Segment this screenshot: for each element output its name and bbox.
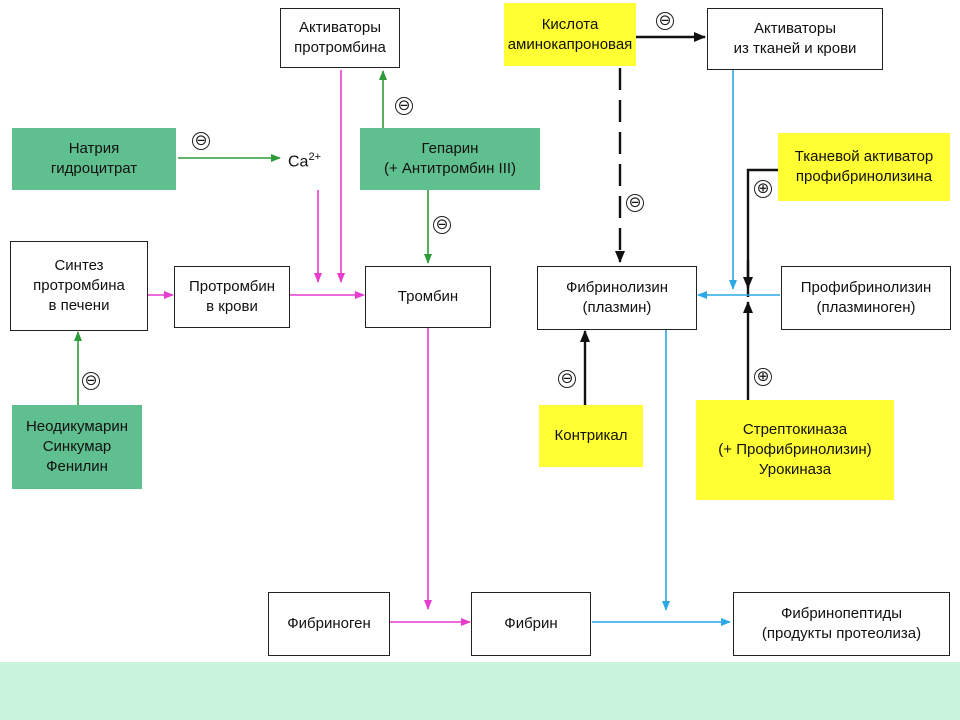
node-thrombin: Тромбин: [365, 266, 491, 328]
node-label: Натрия гидроцитрат: [50, 140, 138, 177]
node-label: Фибринолизин (плазмин): [565, 279, 669, 316]
node-anticoagulants: Неодикумарин Синкумар Фенилин: [12, 405, 142, 489]
calcium-base: Ca: [288, 153, 309, 171]
node-label: Синтез протромбина в печени: [33, 257, 125, 314]
calcium-charge: 2+: [308, 151, 321, 163]
footer-band: [0, 662, 960, 720]
node-label: Фибриноген: [287, 615, 371, 632]
minus-sign-anticoagulants: ⊖: [82, 372, 100, 390]
node-label: Гепарин (+ Антитромбин III): [383, 140, 517, 177]
node-tissue-blood-activators: Активаторы из тканей и крови: [707, 8, 883, 70]
node-streptokinase: Стрептокиназа (+ Профибринолизин) Урокин…: [696, 400, 894, 500]
node-label: Неодикумарин Синкумар Фенилин: [25, 418, 129, 475]
node-profibrinolysin: Профибринолизин (плазминоген): [781, 266, 951, 330]
minus-sign-heparin-thrombin: ⊖: [433, 216, 451, 234]
minus-sign-hydrocitrate: ⊖: [192, 132, 210, 150]
node-prothrombin-activators: Активаторы протромбина: [280, 8, 400, 68]
node-label: Активаторы протромбина: [294, 19, 386, 56]
node-fibrinogen: Фибриноген: [268, 592, 390, 656]
plus-sign-tissue-activator: ⊕: [754, 180, 772, 198]
node-label: Протромбин в крови: [188, 278, 276, 315]
plus-sign-streptokinase: ⊕: [754, 368, 772, 386]
node-calcium: Ca2+: [288, 151, 321, 171]
minus-sign-contrical: ⊖: [558, 370, 576, 388]
node-fibrinopeptides: Фибринопептиды (продукты протеолиза): [733, 592, 950, 656]
node-label: Стрептокиназа (+ Профибринолизин) Урокин…: [718, 421, 872, 478]
node-contrical: Контрикал: [539, 405, 643, 467]
node-sodium-hydrocitrate: Натрия гидроцитрат: [12, 128, 176, 190]
node-prothrombin-blood: Протромбин в крови: [174, 266, 290, 328]
node-heparin: Гепарин (+ Антитромбин III): [360, 128, 540, 190]
node-aminocaproic-acid: Кислота аминокапроновая: [504, 3, 636, 66]
minus-sign-heparin-activators: ⊖: [395, 97, 413, 115]
node-fibrin: Фибрин: [471, 592, 591, 656]
node-label: Профибринолизин (плазминоген): [800, 279, 932, 316]
node-label: Кислота аминокапроновая: [507, 15, 633, 53]
minus-sign-acid-activators: ⊖: [656, 12, 674, 30]
node-prothrombin-synthesis: Синтез протромбина в печени: [10, 241, 148, 331]
node-label: Активаторы из тканей и крови: [733, 20, 857, 57]
node-label: Контрикал: [554, 427, 628, 444]
node-label: Тромбин: [397, 288, 459, 305]
node-tissue-activator: Тканевой активатор профибринолизина: [778, 133, 950, 201]
node-label: Тканевой активатор профибринолизина: [794, 148, 934, 185]
arrow-tissue-activator-to-junction: [746, 168, 778, 297]
node-label: Фибрин: [504, 615, 558, 632]
minus-sign-acid-fibrinolysin: ⊖: [626, 194, 644, 212]
node-fibrinolysin: Фибринолизин (плазмин): [537, 266, 697, 330]
node-label: Фибринопептиды (продукты протеолиза): [761, 605, 922, 642]
